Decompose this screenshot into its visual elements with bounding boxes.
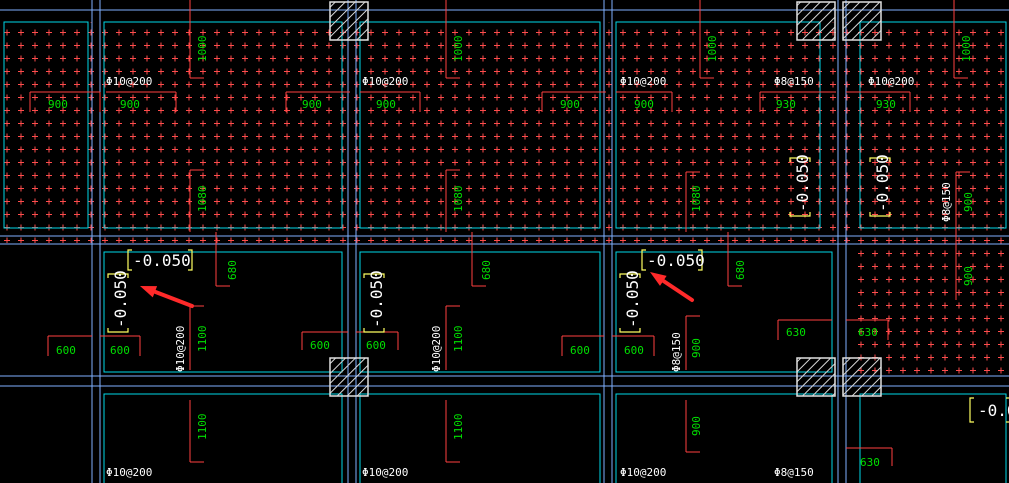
dimension-label: 630 bbox=[860, 456, 880, 469]
slab-hatch-top bbox=[0, 22, 1009, 243]
dimension-label: 900 bbox=[120, 98, 140, 111]
rebar-label: Φ10@200 bbox=[620, 466, 666, 479]
rebar-label: Φ10@200 bbox=[362, 75, 408, 88]
column bbox=[796, 357, 836, 397]
dimension-label: 680 bbox=[480, 260, 493, 280]
slab-panel-outline bbox=[615, 251, 833, 373]
dimension-label: 680 bbox=[734, 260, 747, 280]
elevation-label: -0.050 bbox=[793, 154, 812, 212]
dimension-label: 900 bbox=[376, 98, 396, 111]
red-arrow-head bbox=[650, 272, 667, 286]
rebar-label: Φ8@150 bbox=[774, 466, 814, 479]
dimension-label: 600 bbox=[570, 344, 590, 357]
dimension-label: 600 bbox=[110, 344, 130, 357]
elevation-bracket bbox=[869, 157, 891, 217]
rebar-label: Φ10@200 bbox=[620, 75, 666, 88]
elevation-bracket bbox=[107, 273, 129, 333]
slab-hatch-right bbox=[858, 243, 1009, 375]
dimension-label: 900 bbox=[634, 98, 654, 111]
column bbox=[796, 1, 836, 41]
column bbox=[842, 357, 882, 397]
dimension-label: 600 bbox=[366, 339, 386, 352]
elevation-label: -0.050 bbox=[647, 251, 705, 270]
dimension-label: 1100 bbox=[196, 414, 209, 441]
dimension-label: 1080 bbox=[690, 186, 703, 213]
elevation-label: -0.050 bbox=[111, 270, 130, 328]
rebar-labels: Φ10@200 Φ10@200 Φ10@200 Φ8@150 Φ10@200 Φ… bbox=[106, 75, 953, 479]
dimension-label: 1080 bbox=[196, 186, 209, 213]
column bbox=[329, 1, 369, 41]
dimension-label: 600 bbox=[56, 344, 76, 357]
slab-panel-outline bbox=[859, 393, 1007, 483]
dimension-label: 930 bbox=[776, 98, 796, 111]
dimension-label: 680 bbox=[226, 260, 239, 280]
dimension-labels: 900 900 900 900 900 900 930 930 1000 100… bbox=[48, 36, 975, 470]
slab-panel-outline bbox=[615, 21, 821, 229]
dimension-label: 900 bbox=[48, 98, 68, 111]
elevation-label: -0.050 bbox=[367, 270, 386, 328]
slab-panel-outlines bbox=[3, 21, 1007, 483]
elevation-bracket bbox=[789, 157, 811, 217]
slab-panel-outline bbox=[103, 393, 343, 483]
rebar-label: Φ10@200 bbox=[430, 326, 443, 372]
slab-panel-outline bbox=[103, 21, 343, 229]
rebar-label: Φ10@200 bbox=[362, 466, 408, 479]
slab-panel-outline bbox=[103, 251, 343, 373]
dimension-label: 930 bbox=[876, 98, 896, 111]
dimension-label: 1100 bbox=[452, 326, 465, 353]
dimension-label: 1000 bbox=[960, 36, 973, 63]
annotation-arrows bbox=[140, 272, 694, 308]
dimension-label: 900 bbox=[302, 98, 322, 111]
dimension-label: 900 bbox=[560, 98, 580, 111]
elevation-brackets bbox=[107, 157, 1009, 423]
dimension-label: 900 bbox=[690, 416, 703, 436]
dimension-label: 630 bbox=[786, 326, 806, 339]
slab-panel-outline bbox=[3, 21, 89, 229]
elevation-bracket bbox=[363, 273, 385, 333]
dimension-label: 600 bbox=[310, 339, 330, 352]
red-arrow-head bbox=[140, 286, 158, 298]
slab-panel-outline bbox=[359, 393, 601, 483]
slab-panel-outline bbox=[859, 21, 1007, 229]
elevation-label: -0.050 bbox=[623, 270, 642, 328]
dimension-lines bbox=[29, 0, 970, 466]
dimension-label: 1000 bbox=[706, 36, 719, 63]
red-arrow-shaft bbox=[661, 278, 694, 302]
slab-panel-outline bbox=[359, 21, 601, 229]
elevation-label: -0.05 bbox=[978, 401, 1009, 420]
rebar-label: Φ10@200 bbox=[106, 466, 152, 479]
dimension-label: 1100 bbox=[196, 326, 209, 353]
dimension-label: 1000 bbox=[452, 36, 465, 63]
elevation-bracket bbox=[641, 249, 703, 271]
rebar-label: Φ8@150 bbox=[940, 182, 953, 222]
rebar-label: Φ10@200 bbox=[106, 75, 152, 88]
dimension-label: 600 bbox=[624, 344, 644, 357]
elevation-labels: -0.050 -0.050 -0.050 -0.050 -0.050 -0.05… bbox=[111, 154, 1009, 420]
rebar-label: Φ8@150 bbox=[670, 332, 683, 372]
red-arrow-shaft bbox=[152, 289, 194, 308]
rebar-label: Φ8@150 bbox=[774, 75, 814, 88]
dimension-label: 900 bbox=[962, 266, 975, 286]
dimension-label: 1080 bbox=[452, 186, 465, 213]
rebar-label: Φ10@200 bbox=[868, 75, 914, 88]
elevation-bracket bbox=[969, 397, 1009, 423]
slab-panel-outline bbox=[615, 393, 833, 483]
column bbox=[842, 1, 882, 41]
slab-panel-outline bbox=[359, 251, 601, 373]
elevation-label: -0.050 bbox=[873, 154, 892, 212]
elevation-label: -0.050 bbox=[133, 251, 191, 270]
dimension-label: 900 bbox=[690, 338, 703, 358]
dimension-label: 1100 bbox=[452, 414, 465, 441]
dimension-label: 1000 bbox=[196, 36, 209, 63]
column bbox=[329, 357, 369, 397]
rebar-label: Φ10@200 bbox=[174, 326, 187, 372]
columns bbox=[329, 1, 882, 397]
slab-hatch-regions bbox=[0, 22, 1009, 375]
elevation-bracket bbox=[619, 273, 641, 333]
elevation-bracket bbox=[127, 249, 193, 271]
dimension-label: 630 bbox=[858, 326, 878, 339]
dimension-label: 900 bbox=[962, 192, 975, 212]
